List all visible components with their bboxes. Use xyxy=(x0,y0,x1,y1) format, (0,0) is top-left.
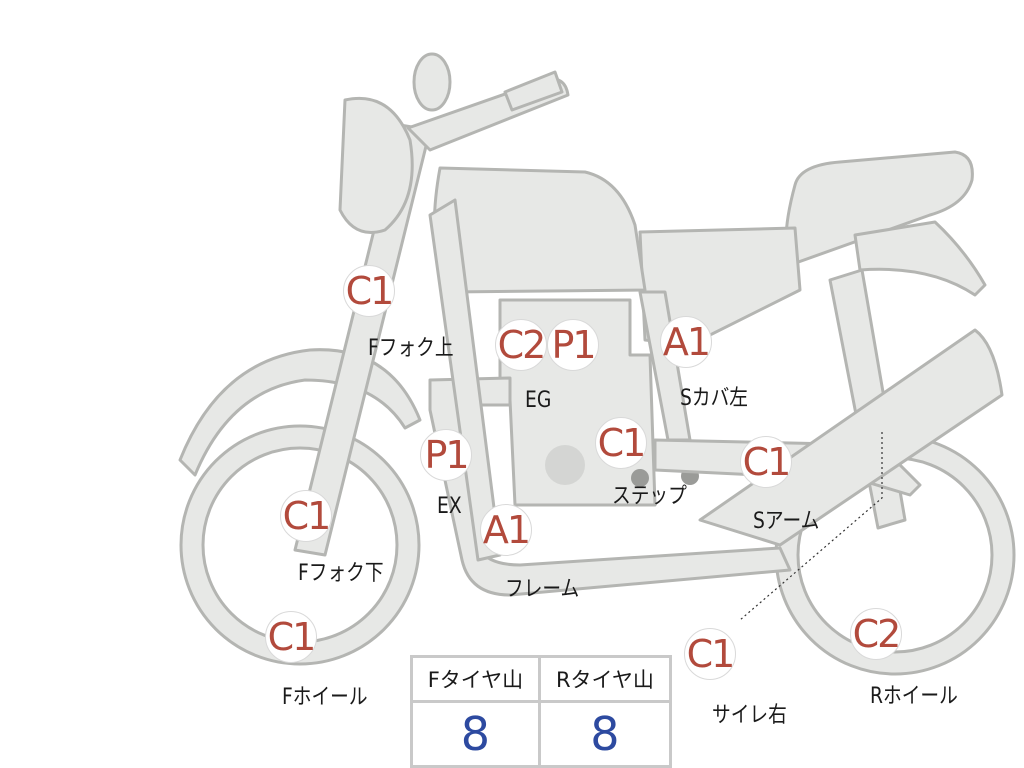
rank-badge-f-fork-upper: C1 xyxy=(343,265,395,317)
tire-value-rear: 8 xyxy=(539,702,669,766)
part-label-s-cover-left: Sカバ左 xyxy=(680,380,748,412)
rank-badge-s-cover-left: A1 xyxy=(660,316,712,368)
part-label-s-arm: Sアーム xyxy=(753,503,819,535)
fuel-tank xyxy=(434,168,645,292)
rank-badge-frame: A1 xyxy=(480,504,532,556)
rank-badge-r-wheel: C2 xyxy=(850,608,902,660)
rear-fender xyxy=(855,222,985,295)
rank-badge-f-wheel: C1 xyxy=(265,611,317,663)
part-label-eg: EG xyxy=(525,388,551,413)
tire-tread-table: Fタイヤ山 Rタイヤ山 8 8 xyxy=(410,655,672,768)
part-label-f-fork-lower: Fフォク下 xyxy=(298,555,384,587)
engine-cover xyxy=(545,445,585,485)
rank-badge-s-arm: C1 xyxy=(740,436,792,488)
part-label-r-wheel: Rホイール xyxy=(870,678,958,710)
mirror xyxy=(414,54,450,110)
part-label-ex: EX xyxy=(437,494,462,519)
rank-badge-ex: P1 xyxy=(420,429,472,481)
part-label-f-fork-upper: Fフォク上 xyxy=(368,330,454,362)
part-label-frame: フレーム xyxy=(505,571,579,603)
headlight xyxy=(340,98,412,232)
tire-header-front: Fタイヤ山 xyxy=(413,658,539,702)
part-label-f-wheel: Fホイール xyxy=(282,679,368,711)
rank-badge-eg-p1: P1 xyxy=(547,319,599,371)
part-label-silencer-right: サイレ右 xyxy=(712,697,787,729)
tire-header-rear: Rタイヤ山 xyxy=(539,658,669,702)
tire-value-front: 8 xyxy=(413,702,539,766)
front-fender xyxy=(180,350,420,475)
rank-badge-silencer-right: C1 xyxy=(684,628,736,680)
rank-badge-f-fork-lower: C1 xyxy=(280,490,332,542)
part-label-step: ステップ xyxy=(612,478,687,510)
rank-badge-eg-c2: C2 xyxy=(495,319,547,371)
rank-badge-step: C1 xyxy=(595,417,647,469)
